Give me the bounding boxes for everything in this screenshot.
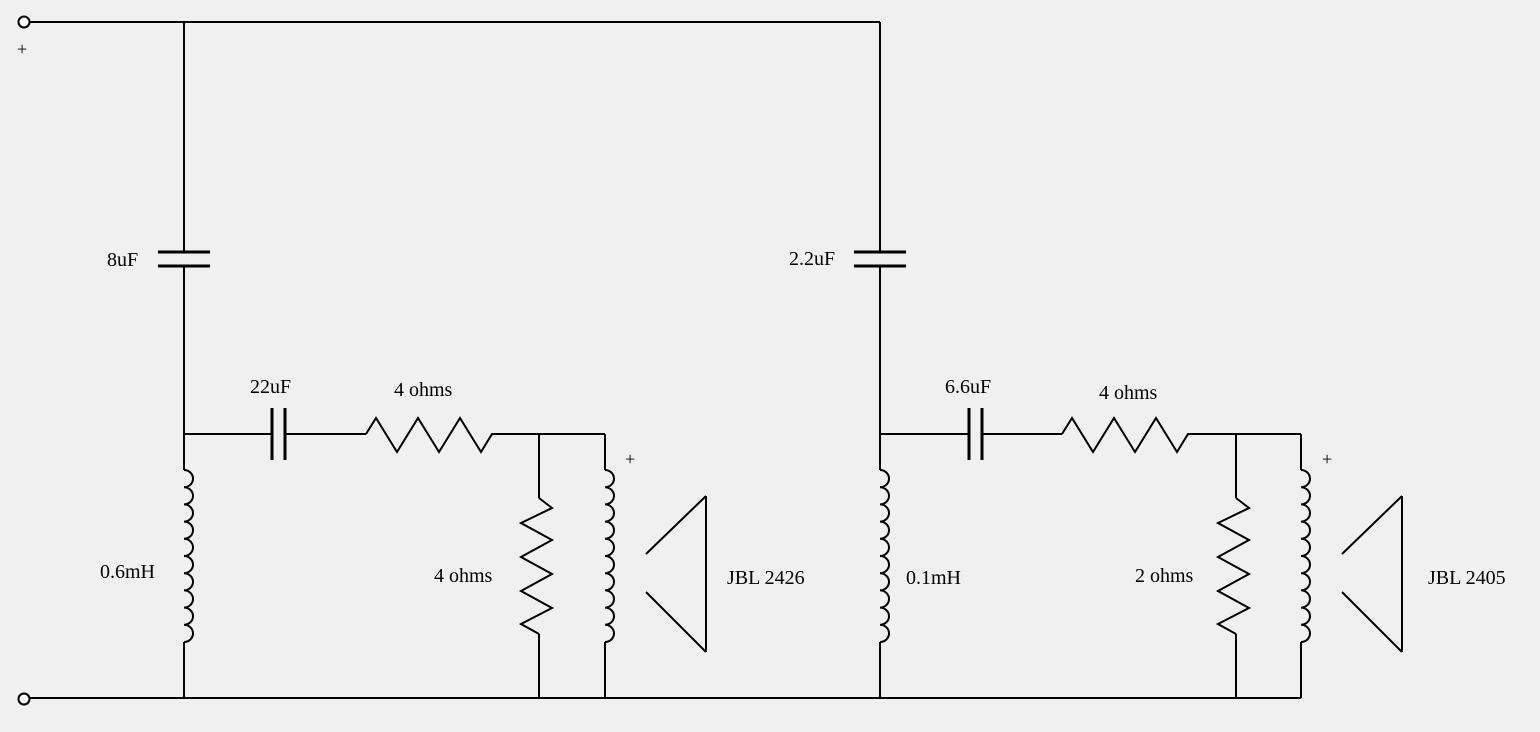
rc-resistor-4-ohms-right-label: 4 ohms <box>1099 382 1158 404</box>
shunt-inductor-0-6mh <box>183 469 194 643</box>
rc-capacitor-22uf-label: 22uF <box>250 376 291 398</box>
series-capacitor-2-2uf-label: 2.2uF <box>789 248 835 270</box>
rc-resistor-4-ohms <box>365 416 502 454</box>
driver-coil-jbl-2426 <box>604 469 615 643</box>
positive-input-sign: + <box>17 39 27 59</box>
driver-coil-jbl-2405 <box>1300 469 1311 643</box>
load-resistor-2-ohms <box>1215 497 1252 635</box>
series-capacitor-8uf <box>158 250 210 268</box>
series-capacitor-8uf-label: 8uF <box>107 249 138 271</box>
load-resistor-4-ohms <box>518 497 555 635</box>
shunt-inductor-0-1mh-label: 0.1mH <box>906 567 961 589</box>
load-resistor-4-ohms-label: 4 ohms <box>434 565 493 587</box>
top-rail <box>30 21 881 252</box>
rc-resistor-4-ohms-label: 4 ohms <box>394 379 453 401</box>
shunt-inductor-0-6mh-label: 0.6mH <box>100 561 155 583</box>
horn-icon-jbl-2405 <box>1341 495 1403 653</box>
driver-jbl-2426-label: JBL 2426 <box>727 567 805 589</box>
load-resistor-2-ohms-label: 2 ohms <box>1135 565 1194 587</box>
rc-capacitor-22uf <box>270 408 287 460</box>
rc-capacitor-6-6uf <box>967 408 984 460</box>
rc-resistor-4-ohms-right <box>1061 416 1198 454</box>
series-capacitor-2-2uf <box>854 250 906 268</box>
shunt-inductor-0-1mh <box>879 469 890 643</box>
driver-jbl-2405-polarity: + <box>1322 449 1332 469</box>
driver-jbl-2405-label: JBL 2405 <box>1428 567 1506 589</box>
rc-capacitor-6-6uf-label: 6.6uF <box>945 376 991 398</box>
positive-input-terminal[interactable] <box>17 15 31 29</box>
negative-input-terminal[interactable] <box>17 692 31 706</box>
horn-icon-jbl-2426 <box>645 495 707 653</box>
driver-jbl-2426-polarity: + <box>625 449 635 469</box>
